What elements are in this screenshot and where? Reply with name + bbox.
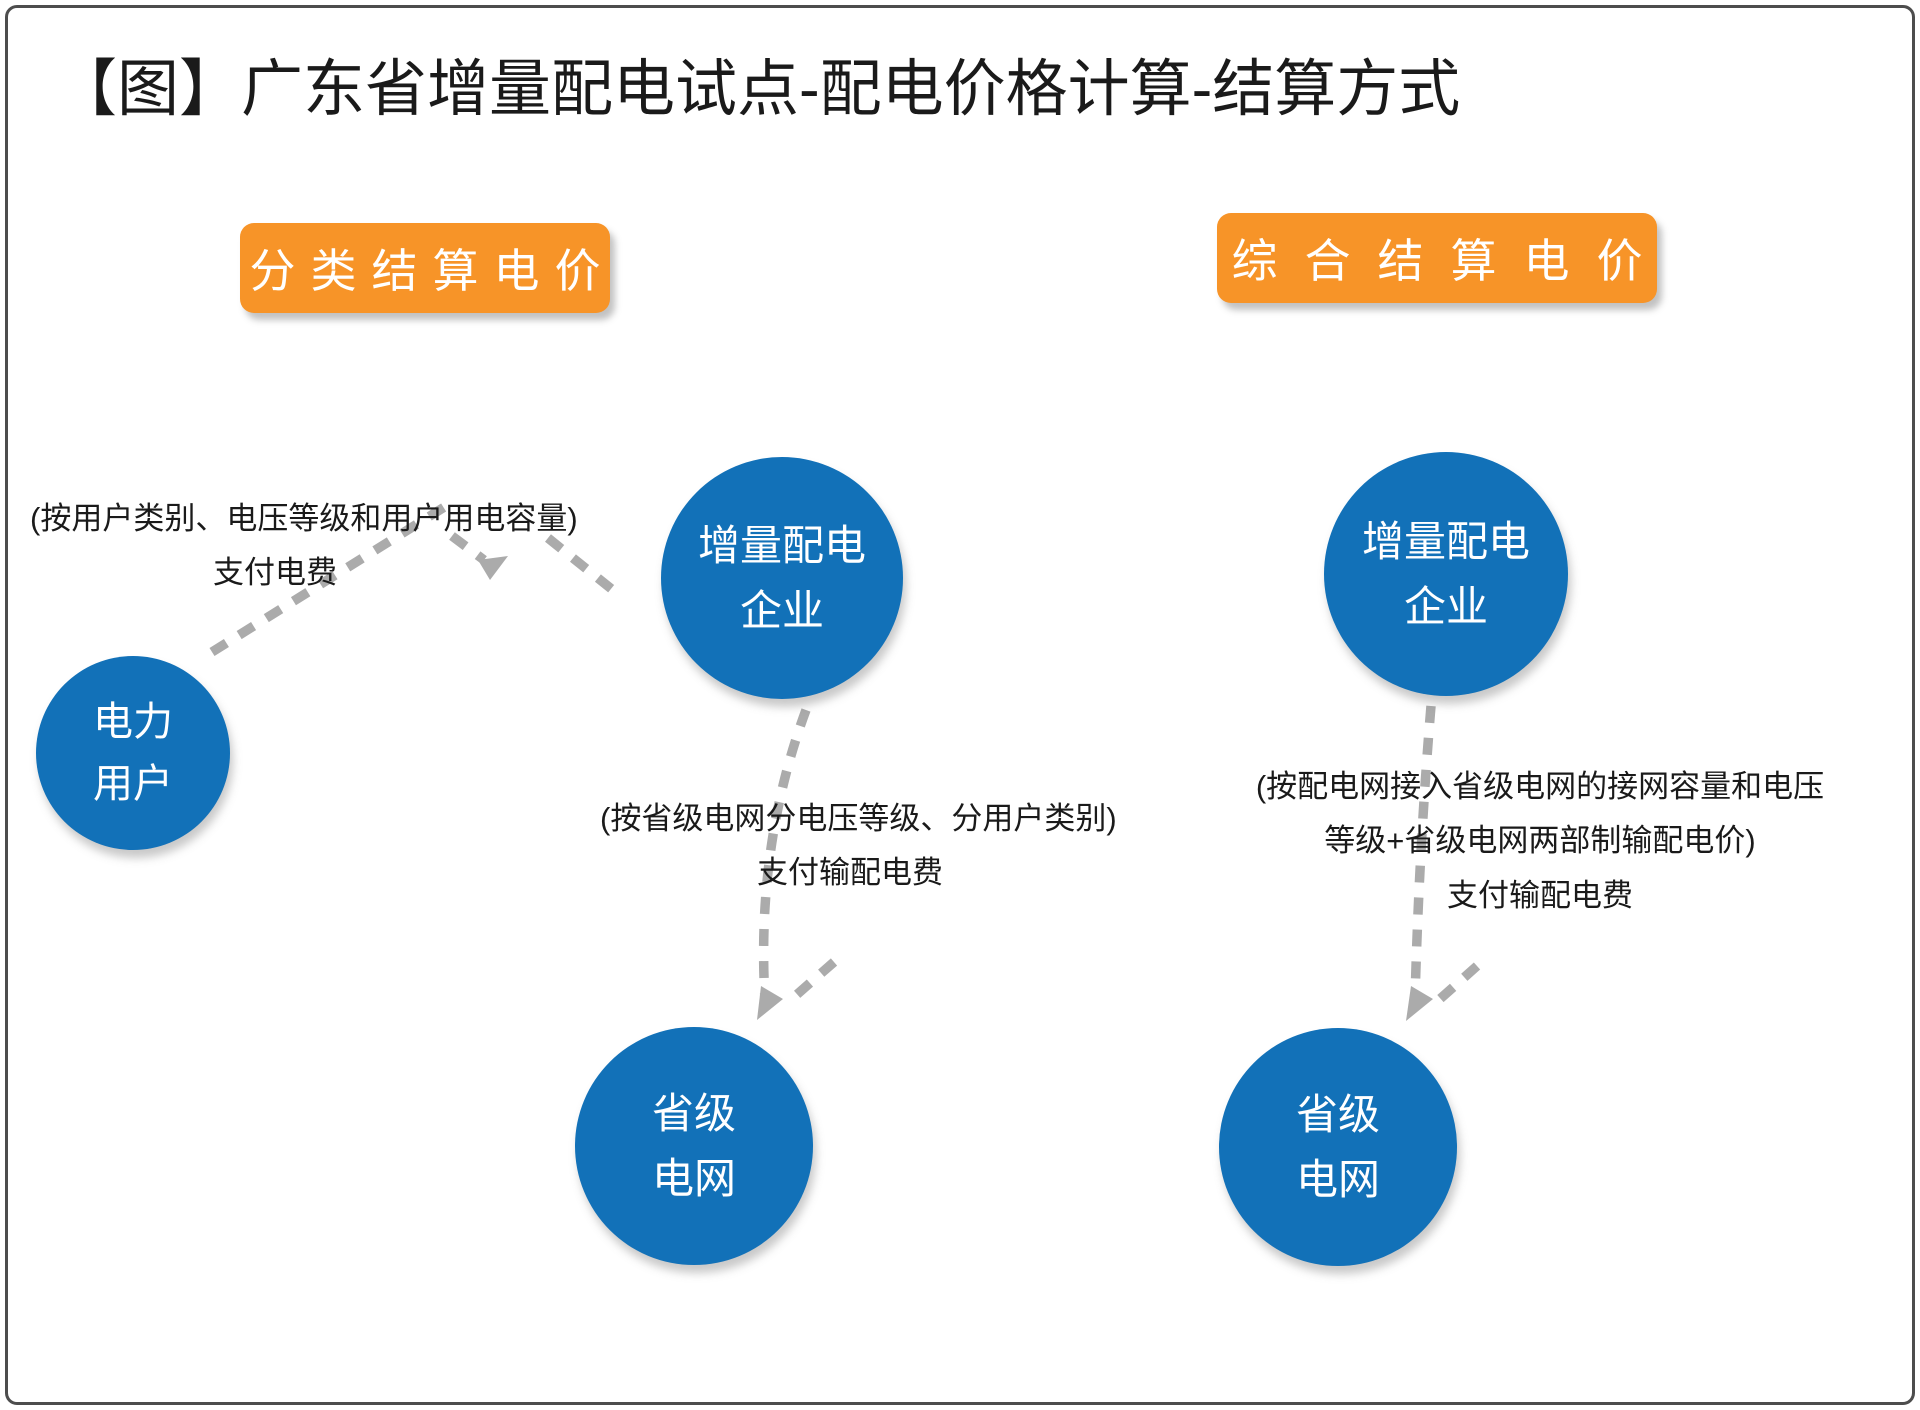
comprehensive-transmission-fee-line3: 支付输配电费 (1447, 877, 1633, 913)
node-incremental-company-comprehensive-line2: 企业 (1403, 583, 1488, 630)
pay-fee-annotation: (按用户类别、电压等级和用户用电容量) 支付电费 (30, 492, 578, 601)
comprehensive-settlement-header-label: 综合结算电价 (1231, 235, 1670, 287)
comprehensive-settlement-header: 综合结算电价 (1217, 213, 1657, 303)
node-provincial-grid-classified: 省级 电网 (575, 1027, 813, 1265)
classified-transmission-fee-line1: (按省级电网分电压等级、分用户类别) (600, 801, 1117, 836)
incremental-to-provincial-arrowhead-left-icon (757, 986, 783, 1020)
classified-transmission-fee-annotation: (按省级电网分电压等级、分用户类别) 支付输配电费 (600, 792, 1117, 901)
node-incremental-company-comprehensive-line1: 增量配电 (1361, 517, 1530, 565)
node-power-user-line1: 电力 (93, 700, 173, 744)
page-title: 【图】广东省增量配电试点-配电价格计算-结算方式 (55, 55, 1461, 124)
classified-settlement-header: 分类结算电价 (240, 223, 610, 313)
comprehensive-transmission-fee-line2: 等级+省级电网两部制输配电价) (1324, 823, 1756, 859)
node-incremental-company-comprehensive: 增量配电 企业 (1324, 452, 1568, 696)
user-to-incremental-connector-tail (545, 534, 617, 595)
comprehensive-transmission-fee-line1: (按配电网接入省级电网的接网容量和电压 (1255, 769, 1825, 804)
comprehensive-transmission-fee-annotation: (按配电网接入省级电网的接网容量和电压 等级+省级电网两部制输配电价) 支付输配… (1190, 760, 1890, 923)
node-incremental-company-classified-line2: 企业 (739, 587, 824, 634)
node-provincial-grid-classified-line2: 电网 (651, 1155, 736, 1202)
node-power-user-line2: 用户 (93, 762, 173, 806)
incremental-to-provincial-arrowhead-right-icon (1406, 986, 1433, 1021)
incremental-to-provincial-connector-left-hook (782, 958, 838, 1008)
pay-fee-annotation-line2: 支付电费 (213, 555, 337, 591)
incremental-to-provincial-connector-right-hook (1427, 962, 1481, 1011)
node-provincial-grid-classified-line1: 省级 (651, 1089, 736, 1137)
node-provincial-grid-comprehensive-line2: 电网 (1295, 1156, 1380, 1203)
node-incremental-company-classified-line1: 增量配电 (697, 521, 866, 569)
classified-settlement-header-label: 分类结算电价 (249, 245, 616, 297)
node-incremental-company-classified: 增量配电 企业 (661, 457, 903, 699)
classified-transmission-fee-line2: 支付输配电费 (757, 855, 943, 891)
node-provincial-grid-comprehensive: 省级 电网 (1219, 1028, 1457, 1266)
node-power-user: 电力 用户 (36, 656, 230, 850)
pay-fee-annotation-line1: (按用户类别、电压等级和用户用电容量) (30, 501, 578, 536)
node-provincial-grid-comprehensive-line1: 省级 (1295, 1090, 1380, 1138)
